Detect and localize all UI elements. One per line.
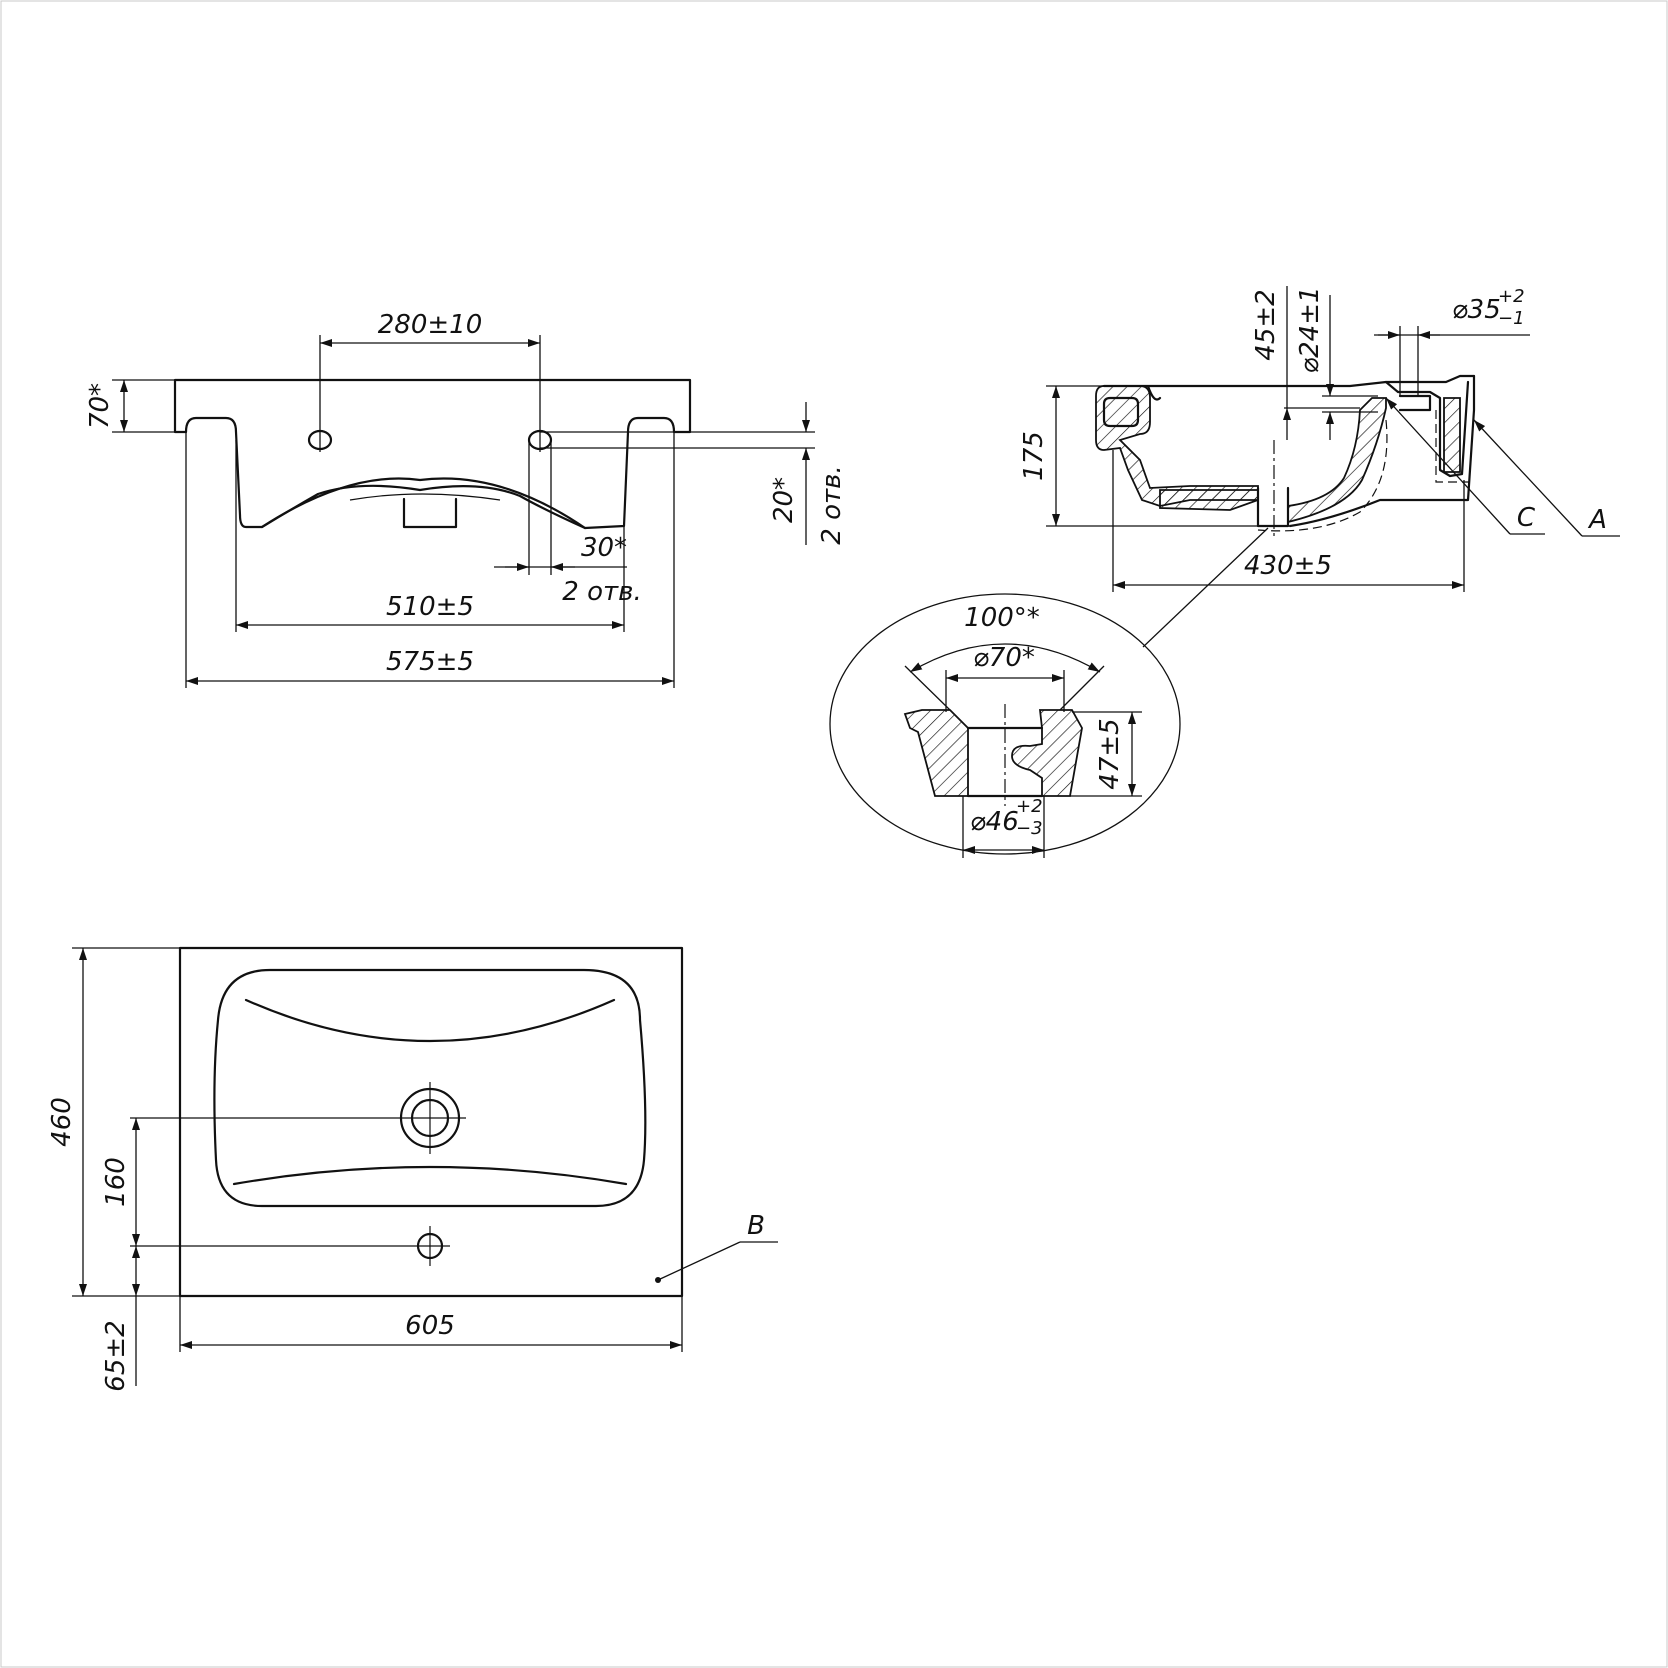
section-dashed-outline <box>1257 419 1388 532</box>
top-view-bowl <box>213 968 647 1208</box>
front-view-bowl-lip <box>349 493 501 501</box>
marker-a: A <box>1587 505 1607 535</box>
dim-46-tol-upper: +2 <box>1016 796 1043 817</box>
dim-20-label: 20* <box>769 477 799 523</box>
dim-46-tol-lower: −3 <box>1016 818 1043 839</box>
dim-430-label: 430±5 <box>1244 551 1332 581</box>
dim-24-label: ⌀24±1 <box>1295 286 1325 373</box>
front-view-bowl-curve <box>260 477 587 530</box>
detail-section-right <box>1011 709 1083 797</box>
dim-30-label: 30* <box>581 533 627 563</box>
dim-575-label: 575±5 <box>386 647 474 677</box>
dim-20-note: 2 отв. <box>817 465 847 544</box>
dim-460-label: 460 <box>47 1097 77 1147</box>
leader-c <box>1385 397 1511 535</box>
dim-160-label: 160 <box>101 1157 131 1207</box>
top-view: 460 160 65±2 605 B <box>47 946 778 1392</box>
top-view-bowl-upper-curve <box>244 998 616 1043</box>
dim-100-ext-right <box>1059 665 1105 711</box>
section-tap-boss-hatch <box>1443 397 1461 473</box>
dim-70d-label: ⌀70* <box>973 643 1035 673</box>
detail-view: 100°* ⌀70* 47±5 ⌀46 +2 −3 <box>829 593 1181 858</box>
side-section: 45±2 ⌀24±1 ⌀35 +2 −1 175 430±5 C A <box>1019 286 1620 648</box>
dim-35-tol-lower: −1 <box>1498 308 1525 329</box>
dim-47-label: 47±5 <box>1095 718 1125 789</box>
marker-c: C <box>1517 503 1536 533</box>
section-drain-neck <box>1256 486 1290 528</box>
top-view-bowl-lower-curve <box>232 1165 628 1186</box>
front-view: 280±10 70* 20* 2 отв. 30* 2 отв. 510±5 5… <box>85 310 847 688</box>
section-dashed-boss <box>1435 410 1470 483</box>
marker-b: B <box>747 1211 765 1241</box>
section-handle-cavity <box>1102 396 1140 428</box>
detail-inner-bore <box>966 726 1044 798</box>
front-view-drain <box>402 497 458 529</box>
section-back-outline <box>1288 374 1476 528</box>
dim-100-ext-left <box>904 665 951 711</box>
front-view-outline <box>173 378 692 530</box>
dim-510-label: 510±5 <box>386 592 474 622</box>
dim-605-label: 605 <box>405 1311 455 1341</box>
marker-b-leader <box>657 1241 741 1281</box>
dim-35-label: ⌀35 <box>1452 295 1501 325</box>
dim-65-label: 65±2 <box>101 1320 131 1391</box>
detail-circle <box>829 593 1181 855</box>
section-bowl-bottom <box>1159 489 1259 511</box>
section-tap-boss <box>1384 380 1470 478</box>
section-tap-boss-cavity <box>1398 394 1432 412</box>
dim-70-label: 70* <box>85 383 115 429</box>
dim-46-label: ⌀46 <box>970 807 1019 837</box>
leader-a <box>1473 419 1583 537</box>
dim-175-label: 175 <box>1019 431 1049 481</box>
detail-leader <box>1142 527 1269 648</box>
dim-280-label: 280±10 <box>378 310 483 340</box>
dim-100-label: 100°* <box>964 603 1040 633</box>
detail-section-left <box>903 709 969 797</box>
section-top-outline <box>1102 374 1476 401</box>
top-view-outline <box>178 946 684 1298</box>
section-front-wall <box>1095 385 1259 507</box>
dim-45-label: 45±2 <box>1251 289 1281 360</box>
dim-100-arc <box>909 643 1101 673</box>
dim-30-note: 2 отв. <box>562 577 641 607</box>
dim-35-tol-upper: +2 <box>1498 286 1525 307</box>
